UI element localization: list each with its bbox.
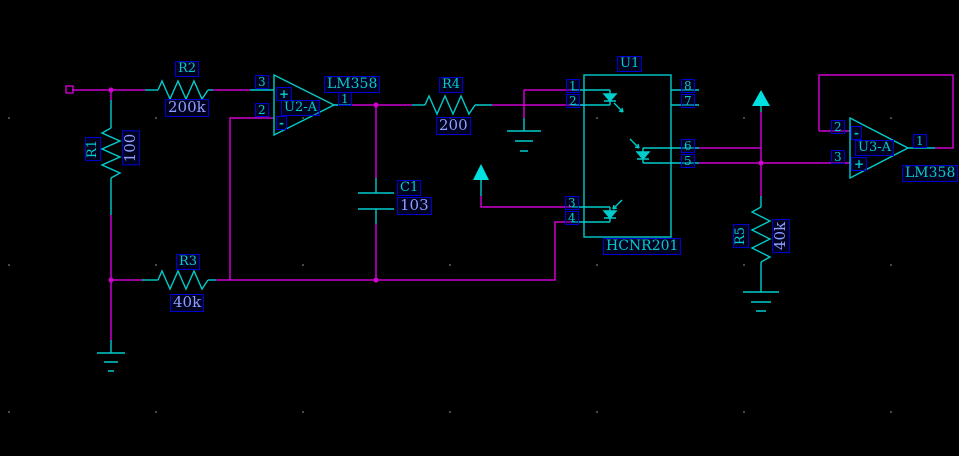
r3-designator[interactable]: R3 [176,254,201,270]
u2-pin-2[interactable]: 2 [255,103,269,117]
u1-pin-6[interactable]: 6 [681,139,695,153]
u3-pin-3[interactable]: 3 [831,150,845,164]
r2-value[interactable]: 200k [165,99,209,117]
u3-pin-1[interactable]: 1 [913,134,927,148]
r4-value[interactable]: 200 [436,117,471,135]
optocoupler-u1-symbol[interactable] [572,74,699,238]
vcc-arrow-icon[interactable] [473,164,489,180]
u2-designator[interactable]: U2-A [281,100,321,116]
r3-value[interactable]: 40k [170,294,205,312]
wire-pin1-ground-tap[interactable] [523,89,578,118]
u2-pin-3[interactable]: 3 [255,75,269,89]
u3-plus-icon: + [851,157,868,171]
ground-symbol-mid[interactable] [507,118,541,152]
u3-designator[interactable]: U3-A [855,140,895,156]
u1-pin-1[interactable]: 1 [566,79,580,93]
resistor-r1[interactable] [100,100,122,215]
vcc-arrow-icon[interactable] [752,90,770,106]
resistor-r2[interactable] [145,79,213,101]
u2-plus-icon: + [276,87,293,101]
u1-designator[interactable]: U1 [617,56,643,72]
r5-value[interactable]: 40k [771,218,790,254]
c1-value[interactable]: 103 [397,197,432,215]
opamp-u3-symbol[interactable] [849,116,935,180]
wire-vcc-to-pin3[interactable] [480,196,572,208]
r5-designator[interactable]: R5 [733,223,749,249]
junction-dots [108,87,764,283]
grid-dots [8,117,892,413]
input-port[interactable] [65,85,74,94]
r1-value[interactable]: 100 [121,130,140,166]
u1-pin-5[interactable]: 5 [681,154,695,168]
c1-designator[interactable]: C1 [397,180,422,196]
resistor-r4[interactable] [412,94,492,116]
wire-pin6-to-vcc[interactable] [699,112,762,163]
u1-pin-7[interactable]: 7 [681,94,695,108]
u2-minus-icon: - [276,116,287,130]
ground-symbol-left[interactable] [97,340,125,372]
u1-pin-8[interactable]: 8 [681,79,695,93]
r4-designator[interactable]: R4 [439,77,464,93]
resistor-r5[interactable] [750,196,772,292]
wire-u2-inverting[interactable] [229,117,274,280]
wire-u3-feedback-loop[interactable] [818,74,954,149]
resistor-r3[interactable] [142,269,216,291]
u1-part-number[interactable]: HCNR201 [603,238,682,255]
r2-designator[interactable]: R2 [175,61,200,77]
ground-symbol-right[interactable] [743,291,779,312]
wire-feedback-bus[interactable] [111,221,572,281]
u3-minus-icon: - [851,126,862,140]
u1-pin-2[interactable]: 2 [566,94,580,108]
u1-pin-4[interactable]: 4 [565,211,579,225]
capacitor-c1[interactable] [358,178,394,224]
u3-part-number[interactable]: LM358 [902,165,959,182]
u2-part-number[interactable]: LM358 [324,76,381,93]
r1-designator[interactable]: R1 [85,136,101,162]
u3-pin-2[interactable]: 2 [831,120,845,134]
u1-pin-3[interactable]: 3 [565,196,579,210]
u2-pin-1[interactable]: 1 [338,92,352,106]
